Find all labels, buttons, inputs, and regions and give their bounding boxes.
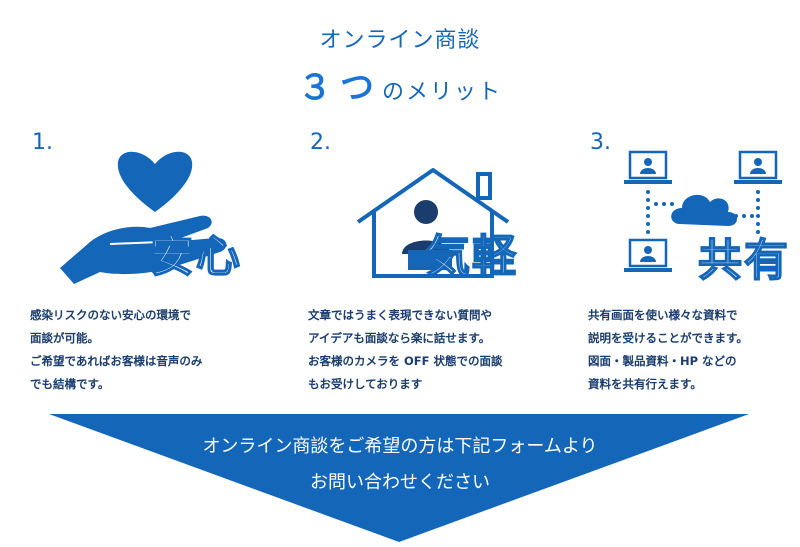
merit-3: 3. 共有 共有画面を使い様々な資料で 説明を受けることができます。 図面・製品…	[588, 128, 800, 398]
call-to-action-banner	[49, 414, 749, 542]
subtitle-number: ３つ	[297, 68, 382, 108]
banner-line-1: オンライン商談をご希望の方は下記フォームより	[202, 436, 598, 457]
page-title: オンライン商談	[319, 28, 481, 53]
merit-number: 2.	[310, 130, 331, 155]
page-subtitle: ３つのメリット	[0, 60, 800, 109]
banner-line-2: お問い合わせください	[310, 472, 490, 493]
merit-number: 1.	[32, 130, 53, 155]
merit-kanji: 気軽	[425, 230, 518, 283]
merit-2: 2. 気軽 文章ではうまく表現できない質問や アイデアも面談なら楽に話せます。 …	[308, 128, 558, 398]
subtitle-text: のメリット	[381, 80, 502, 105]
merit-1: 1. 安心 感染リスクのない安心の環境で 面談が可能。 ご希望であればお客様は音…	[30, 128, 280, 398]
person-in-house-icon	[356, 168, 510, 278]
heart-hand-icon	[60, 151, 227, 284]
cloud-share-icon	[624, 150, 782, 272]
merit-number: 3.	[590, 130, 611, 155]
merit-description: 感染リスクのない安心の環境で 面談が可能。 ご希望であればお客様は音声のみ でも…	[30, 308, 203, 391]
merit-kanji: 共有	[697, 234, 790, 287]
merit-kanji: 安心	[149, 230, 242, 283]
merit-description: 共有画面を使い様々な資料で 説明を受けることができます。 図面・製品資料・HP …	[588, 308, 748, 391]
merit-description: 文章ではうまく表現できない質問や アイデアも面談なら楽に話せます。 お客様のカメ…	[308, 308, 503, 391]
